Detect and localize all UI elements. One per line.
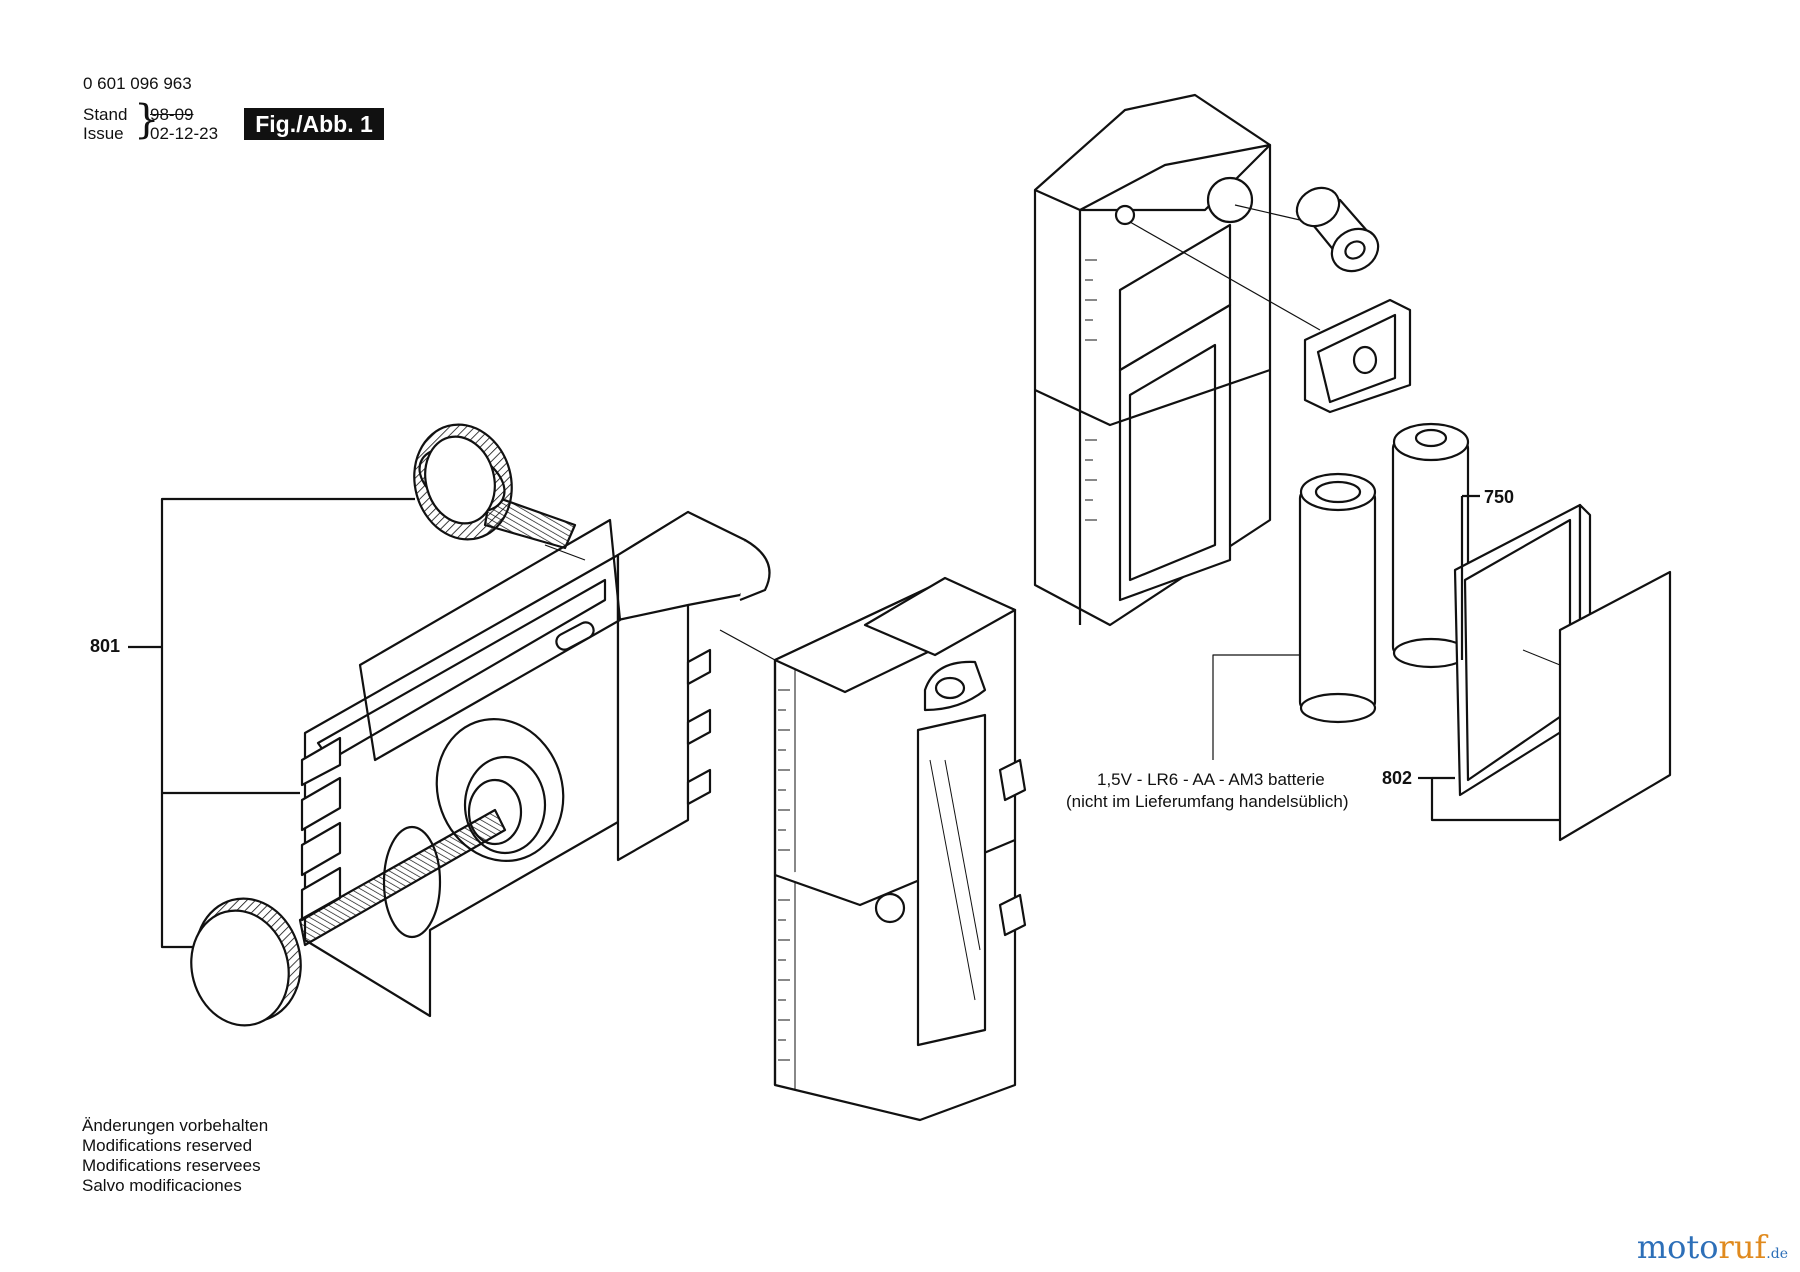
lower-thumb-screw — [190, 808, 507, 1027]
footer-note-de: Änderungen vorbehalten — [82, 1116, 269, 1135]
upper-thumb-screw — [413, 423, 577, 550]
clamp-bracket — [300, 510, 771, 1018]
watermark-part3: .de — [1766, 1246, 1788, 1262]
threaded-sleeve — [1295, 186, 1380, 273]
stand-label: Stand — [83, 105, 128, 124]
figure-tag: Fig./Abb. 1 — [244, 108, 384, 140]
footer-note-fr: Modifications reservees — [82, 1156, 261, 1175]
footer-notes: Änderungen vorbehalten Modifications res… — [82, 1116, 268, 1196]
footer-note-es: Salvo modificaciones — [82, 1176, 242, 1195]
watermark-part1: moto — [1636, 1228, 1719, 1266]
bracket-glyph: } — [134, 97, 160, 143]
callout-801: 801 — [90, 636, 121, 656]
battery-compartment-housing — [1033, 93, 1272, 627]
stand-date: 98-09 — [150, 105, 194, 124]
battery-note-line1: 1,5V - LR6 - AA - AM3 batterie — [1097, 770, 1325, 789]
battery-left — [1298, 472, 1377, 724]
receiver-housing — [773, 576, 1027, 1122]
watermark-part2: ruf — [1718, 1228, 1767, 1266]
callout-801-lines — [128, 497, 415, 949]
battery-right — [1391, 422, 1470, 669]
callout-802: 802 — [1382, 768, 1413, 788]
callout-750: 750 — [1484, 487, 1515, 507]
watermark-logo: motoruf.de — [1637, 1228, 1788, 1266]
battery-note-line2: (nicht im Lieferumfang handelsüblich) — [1066, 792, 1349, 811]
battery-cover — [1453, 503, 1672, 842]
issue-date: 02-12-23 — [150, 124, 219, 143]
part-number: 0 601 096 963 — [83, 74, 192, 93]
foam-pad — [1303, 298, 1412, 414]
issue-label: Issue — [83, 124, 124, 143]
footer-note-en: Modifications reserved — [82, 1136, 253, 1155]
